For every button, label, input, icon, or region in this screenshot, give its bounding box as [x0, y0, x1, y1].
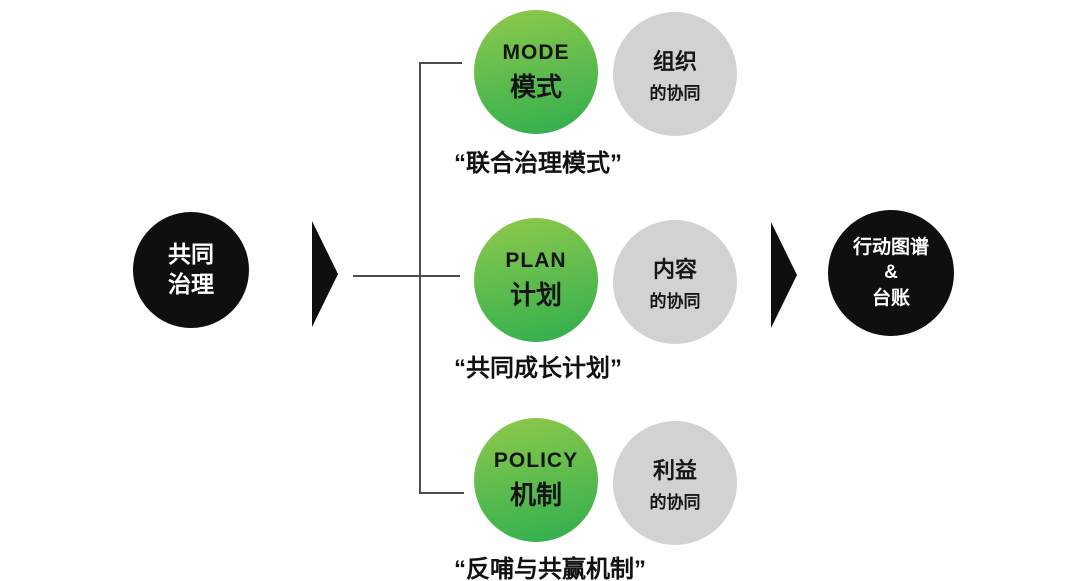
source-node-line1: 共同	[168, 241, 214, 268]
right-flow-arrow-icon	[771, 222, 797, 328]
connector-middle-line	[353, 275, 460, 277]
plan-synergy-sublabel: 的协同	[649, 292, 701, 311]
output-node-line1: 行动图谱	[852, 237, 929, 259]
output-node-line2: &	[884, 262, 898, 284]
plan-synergy-circle: 内容 的协同	[613, 220, 737, 344]
source-node-line2: 治理	[168, 271, 214, 297]
policy-label-zh: 机制	[509, 479, 562, 510]
output-node-circle: 行动图谱 & 台账	[828, 210, 954, 336]
policy-synergy-circle: 利益 的协同	[613, 421, 737, 545]
plan-label-en: PLAN	[505, 248, 567, 272]
mode-label-zh: 模式	[509, 71, 562, 102]
mode-synergy-circle: 组织 的协同	[613, 12, 737, 136]
policy-quote-caption: “反哺与共赢机制”	[454, 556, 646, 581]
policy-node-circle: POLICY 机制	[474, 418, 598, 542]
mode-quote-caption: “联合治理模式”	[454, 150, 622, 177]
plan-quote-caption: “共同成长计划”	[454, 355, 622, 382]
output-node-line3: 台账	[871, 287, 910, 309]
mode-synergy-sublabel: 的协同	[649, 84, 701, 103]
plan-node-circle: PLAN 计划	[474, 218, 598, 342]
connector-trunk-line	[419, 62, 421, 494]
mode-node-circle: MODE 模式	[474, 10, 598, 134]
policy-synergy-sublabel: 的协同	[649, 493, 701, 512]
left-flow-arrow-icon	[312, 221, 338, 327]
source-node-circle: 共同 治理	[133, 212, 249, 328]
plan-label-zh: 计划	[509, 279, 562, 310]
policy-label-en: POLICY	[493, 448, 579, 472]
mode-synergy-label: 组织	[652, 49, 697, 74]
mode-label-en: MODE	[502, 40, 570, 64]
plan-synergy-label: 内容	[652, 257, 697, 282]
connector-top-branch-line	[419, 62, 462, 64]
connector-bottom-branch-line	[419, 492, 464, 494]
policy-synergy-label: 利益	[652, 458, 697, 483]
